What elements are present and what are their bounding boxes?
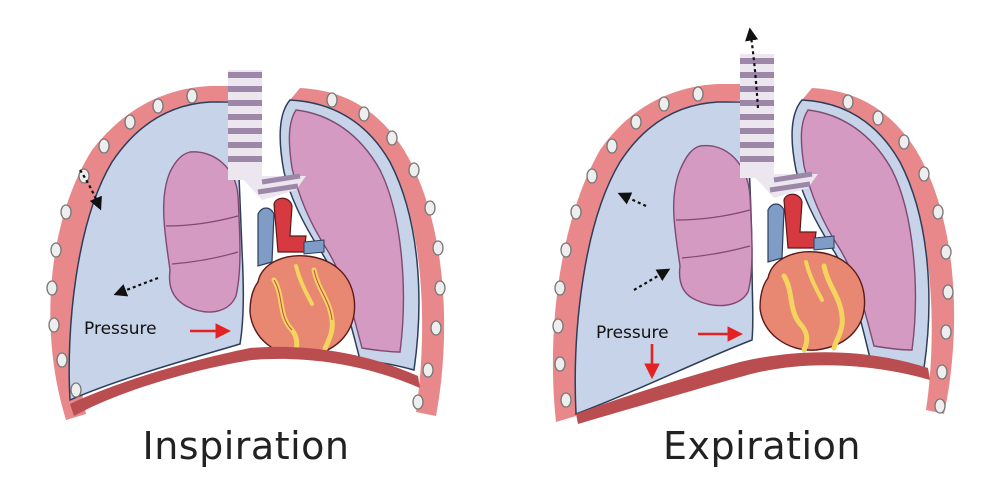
diaphragm	[576, 352, 930, 424]
chest-wall-right	[290, 88, 445, 416]
inspiration-panel: Pressure	[46, 70, 446, 420]
lung-recoil-arrow	[113, 276, 159, 297]
diaphragm	[70, 346, 420, 416]
pressure-label-inspiration: Pressure	[84, 319, 157, 339]
expiration-caption: Expiration	[663, 424, 861, 468]
lung-compress-arrow	[633, 268, 671, 291]
collapsed-lung	[672, 144, 753, 307]
expiration-panel: Pressure	[552, 27, 955, 424]
chest-wall	[50, 86, 246, 420]
air-exit-arrow	[745, 27, 760, 109]
outward-arrow	[617, 192, 647, 207]
collapsed-lung	[162, 151, 241, 313]
chest-wall-right	[802, 88, 955, 414]
inspiration-caption: Inspiration	[142, 424, 350, 468]
heart	[759, 193, 866, 353]
trachea	[228, 70, 306, 200]
heart	[249, 197, 356, 359]
pressure-label-expiration: Pressure	[596, 323, 669, 343]
chest-wall	[552, 84, 752, 422]
